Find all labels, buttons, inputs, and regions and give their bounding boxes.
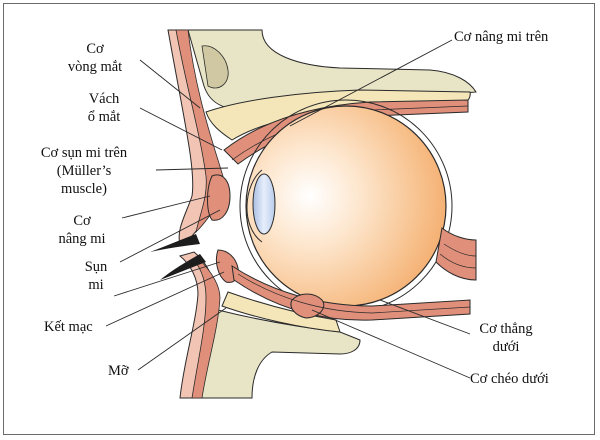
label-muller-line1: (Müller’s <box>56 163 112 179</box>
label-co-vong-mat-line1: Cơ <box>86 41 104 57</box>
label-sun-mi-line2: mi <box>88 277 104 293</box>
label-vach-o-mat: Vách ổ mắt <box>74 90 134 126</box>
label-vach-o-mat-line2: ổ mắt <box>87 109 121 125</box>
label-co-thang-duoi-line2: dưới <box>492 339 520 355</box>
label-vach-o-mat-line1: Vách <box>88 91 120 107</box>
lower-eyelid-muscle <box>191 257 221 399</box>
upper-eyelash <box>150 234 200 252</box>
label-co-nang-mi: Cơ nâng mi <box>44 212 120 248</box>
leader-lines <box>105 39 471 379</box>
label-co-nang-mi-line1: Cơ <box>73 213 91 229</box>
lower-muscle-lines <box>237 273 471 314</box>
label-co-nang-mi-line2: nâng mi <box>58 231 106 247</box>
label-sun-mi: Sụn mi <box>76 258 116 294</box>
lens <box>252 173 276 235</box>
label-co-thang-duoi: Cơ thẳng dưới <box>470 320 542 356</box>
label-co-sun-mi-tren-line1: Cơ sụn mi trên <box>40 145 128 161</box>
eyeball <box>245 105 447 307</box>
label-co-vong-mat-line2: vòng mắt <box>67 59 123 75</box>
optic-nerve <box>435 227 477 281</box>
label-muller-line2: muscle) <box>61 181 107 197</box>
lower-fat <box>221 291 341 333</box>
label-co-nang-mi-tren: Cơ nâng mi trên <box>454 29 549 45</box>
upper-tarsus <box>207 174 231 221</box>
label-co-sun-mi-tren: Cơ sụn mi trên (Müller’s muscle) <box>14 144 154 198</box>
label-ket-mac: Kết mạc <box>44 319 93 335</box>
label-mo: Mỡ <box>108 363 129 379</box>
optic-nerve-lines <box>439 243 477 269</box>
label-co-thang-duoi-line1: Cơ thẳng <box>479 321 533 337</box>
label-sun-mi-line1: Sụn <box>84 259 108 275</box>
label-co-cheo-duoi: Cơ chéo dưới <box>470 371 549 387</box>
upper-bone-cavity <box>201 45 229 89</box>
label-co-vong-mat: Cơ vòng mắt <box>60 40 130 76</box>
cornea <box>246 169 263 243</box>
lower-eyelash <box>160 254 206 280</box>
